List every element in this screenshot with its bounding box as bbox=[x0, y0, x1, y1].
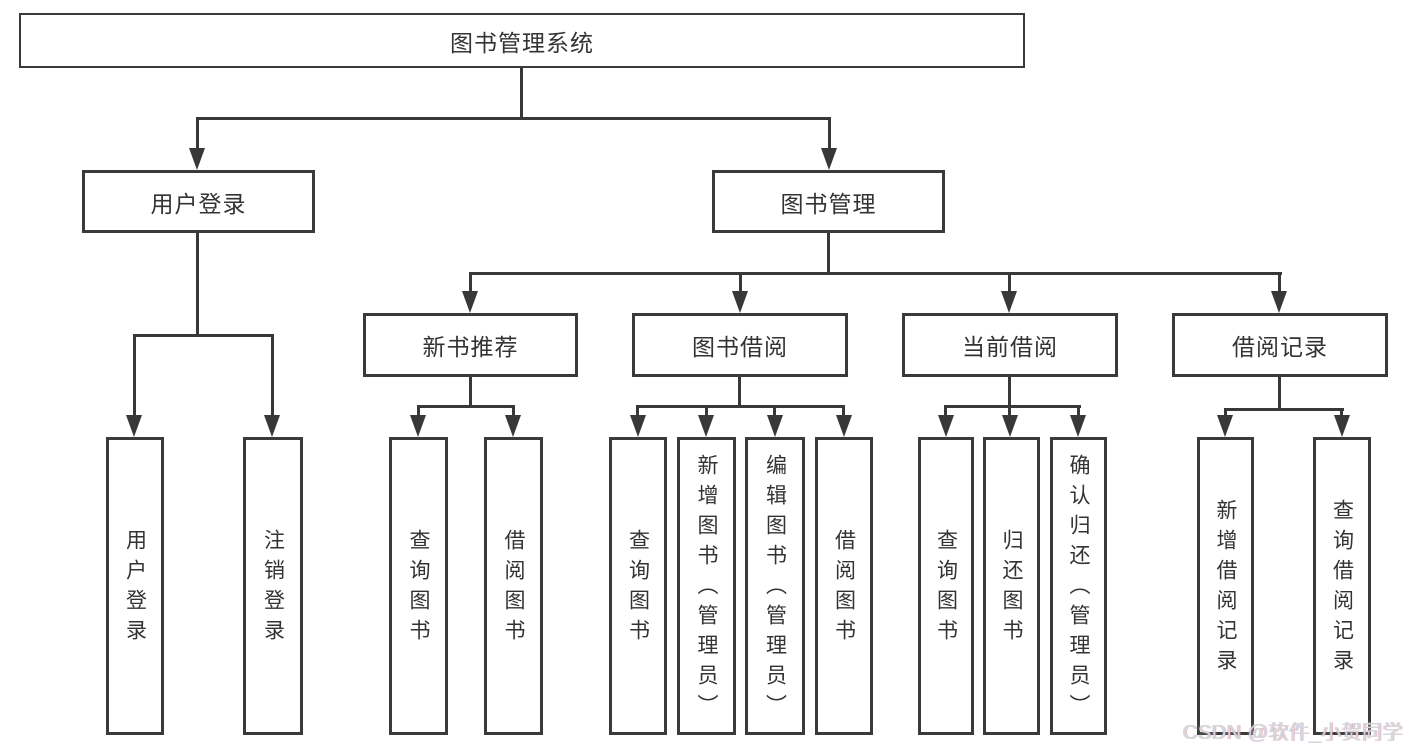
leaf-query-books-recommend: 查询图书 bbox=[389, 437, 448, 735]
connector-drop bbox=[512, 405, 515, 417]
connector-bar bbox=[417, 405, 515, 408]
connector-drop bbox=[271, 334, 274, 417]
node-library-system: 图书管理系统 bbox=[19, 13, 1025, 68]
node-book-management: 图书管理 bbox=[712, 170, 945, 233]
connector-bar bbox=[469, 272, 1282, 275]
node-label: 用户登录 bbox=[150, 190, 247, 217]
leaf-edit-book-admin: 编辑图书（管理员） bbox=[745, 437, 805, 735]
leaf-add-book-admin: 新增图书（管理员） bbox=[677, 437, 736, 735]
leaf-query-borrow-record: 查询借阅记录 bbox=[1313, 437, 1371, 735]
connector-drop bbox=[705, 405, 708, 417]
arrow-down-icon bbox=[462, 291, 478, 313]
connector-drop bbox=[196, 117, 199, 151]
arrow-down-icon bbox=[732, 291, 748, 313]
arrow-down-icon bbox=[698, 415, 714, 437]
connector-stem bbox=[469, 377, 472, 408]
arrow-down-icon bbox=[1217, 415, 1233, 437]
connector-bar bbox=[636, 405, 845, 408]
arrow-down-icon bbox=[505, 415, 521, 437]
node-label: 新增图书（管理员） bbox=[695, 454, 718, 724]
leaf-return-book: 归还图书 bbox=[983, 437, 1040, 735]
connector-drop bbox=[133, 334, 136, 417]
node-label: 图书借阅 bbox=[692, 334, 788, 360]
arrow-down-icon bbox=[264, 415, 280, 437]
node-label: 查询图书 bbox=[934, 529, 958, 649]
connector-drop bbox=[1077, 405, 1080, 417]
node-new-book-recommend: 新书推荐 bbox=[363, 313, 578, 377]
connector-stem bbox=[738, 377, 741, 408]
connector-drop bbox=[469, 272, 472, 293]
node-label: 借阅图书 bbox=[832, 529, 856, 649]
connector-drop bbox=[1340, 408, 1343, 417]
arrow-down-icon bbox=[1271, 291, 1287, 313]
node-label: 注销登录 bbox=[261, 529, 285, 649]
arrow-down-icon bbox=[821, 148, 837, 170]
connector-drop bbox=[1008, 272, 1011, 293]
node-label: 用户登录 bbox=[123, 529, 147, 649]
connector-bar bbox=[1224, 408, 1344, 411]
node-current-borrowing: 当前借阅 bbox=[902, 313, 1118, 377]
arrow-down-icon bbox=[1002, 415, 1018, 437]
leaf-add-borrow-record: 新增借阅记录 bbox=[1197, 437, 1254, 735]
connector-drop bbox=[944, 405, 947, 417]
leaf-borrow-books: 借阅图书 bbox=[815, 437, 873, 735]
connector-drop bbox=[773, 405, 776, 417]
arrow-down-icon bbox=[189, 148, 205, 170]
csdn-watermark: CSDN @软件_小贺同学 bbox=[1183, 722, 1404, 744]
node-label: 查询图书 bbox=[626, 529, 650, 649]
connector-stem bbox=[1278, 377, 1281, 411]
leaf-logout: 注销登录 bbox=[243, 437, 303, 735]
node-borrowing-records: 借阅记录 bbox=[1172, 313, 1388, 377]
node-label: 编辑图书（管理员） bbox=[763, 454, 787, 724]
arrow-down-icon bbox=[1070, 415, 1086, 437]
node-label: 借阅记录 bbox=[1232, 334, 1328, 360]
connector-bar bbox=[133, 334, 274, 337]
connector-drop bbox=[739, 272, 742, 293]
leaf-query-books-current: 查询图书 bbox=[918, 437, 974, 735]
node-label: 新书推荐 bbox=[422, 334, 519, 360]
connector-drop bbox=[828, 117, 831, 151]
node-label: 确认归还（管理员） bbox=[1067, 454, 1090, 724]
arrow-down-icon bbox=[126, 415, 142, 437]
node-label: 归还图书 bbox=[1000, 529, 1023, 649]
leaf-confirm-return-admin: 确认归还（管理员） bbox=[1050, 437, 1107, 735]
connector-drop bbox=[1278, 272, 1281, 293]
leaf-user-login: 用户登录 bbox=[106, 437, 164, 735]
node-label: 查询借阅记录 bbox=[1330, 499, 1354, 679]
leaf-borrow-books-recommend: 借阅图书 bbox=[484, 437, 543, 735]
connector-drop bbox=[1224, 408, 1227, 417]
arrow-down-icon bbox=[1334, 415, 1350, 437]
arrow-down-icon bbox=[767, 415, 783, 437]
connector-drop bbox=[842, 405, 845, 417]
node-label: 借阅图书 bbox=[502, 529, 525, 649]
node-book-borrowing: 图书借阅 bbox=[632, 313, 848, 377]
node-label: 查询图书 bbox=[407, 529, 430, 649]
arrow-down-icon bbox=[938, 415, 954, 437]
connector-stem bbox=[827, 232, 830, 275]
leaf-query-books-borrowing: 查询图书 bbox=[609, 437, 667, 735]
connector-bar bbox=[196, 117, 831, 120]
node-label: 新增借阅记录 bbox=[1214, 499, 1237, 679]
connector-stem bbox=[196, 232, 199, 337]
node-label: 图书管理 bbox=[780, 190, 877, 217]
node-label: 当前借阅 bbox=[962, 334, 1058, 360]
arrow-down-icon bbox=[1001, 291, 1017, 313]
connector-stem bbox=[1008, 377, 1011, 408]
arrow-down-icon bbox=[410, 415, 426, 437]
connector-drop bbox=[1008, 405, 1011, 417]
connector-stem bbox=[520, 68, 523, 120]
arrow-down-icon bbox=[836, 415, 852, 437]
connector-drop bbox=[636, 405, 639, 417]
connector-bar bbox=[944, 405, 1081, 408]
node-label: 图书管理系统 bbox=[450, 29, 594, 56]
arrow-down-icon bbox=[630, 415, 646, 437]
node-user-login: 用户登录 bbox=[82, 170, 315, 233]
connector-drop bbox=[417, 405, 420, 417]
